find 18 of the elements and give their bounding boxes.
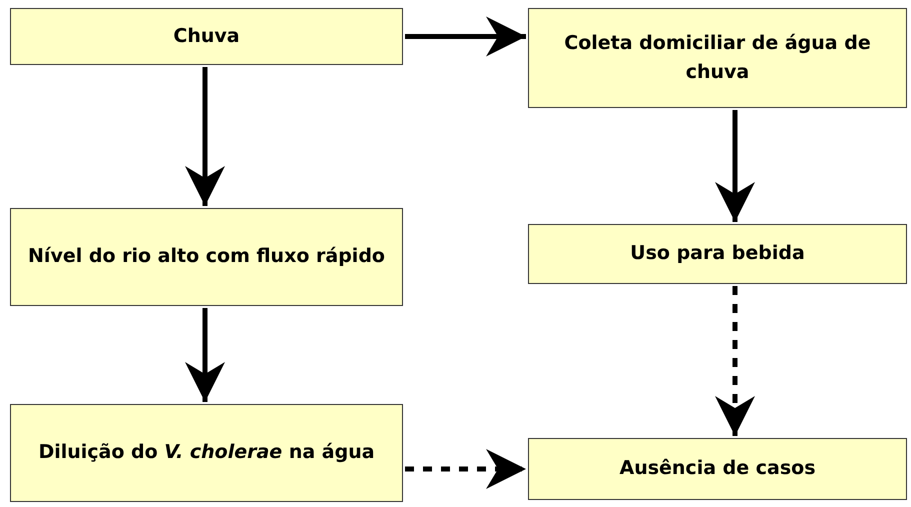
- box-label: Nível do rio alto com fluxo rápido: [27, 244, 386, 270]
- process-box: [10, 8, 403, 65]
- process-box: [528, 8, 907, 108]
- box-label: Diluição do V. cholerae na água: [37, 440, 376, 466]
- box-label: Coleta domiciliar de água de chuva: [563, 30, 872, 85]
- box-label: Ausência de casos: [618, 456, 817, 482]
- process-box: [10, 404, 403, 502]
- arrow: [185, 67, 225, 206]
- arrow: [405, 449, 526, 489]
- process-box: [528, 438, 907, 500]
- arrow: [405, 16, 526, 56]
- arrow: [715, 110, 755, 222]
- process-box: [528, 224, 907, 284]
- arrow: [185, 308, 225, 402]
- process-box: [10, 208, 403, 306]
- box-label: Chuva: [172, 24, 241, 49]
- arrow: [715, 286, 755, 436]
- box-label: Uso para bebida: [629, 241, 806, 266]
